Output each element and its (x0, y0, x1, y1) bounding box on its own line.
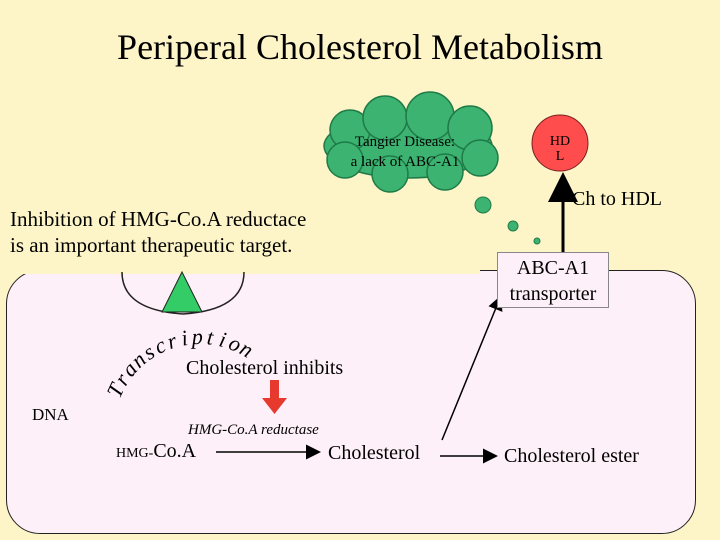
transcription-letter: t (206, 324, 216, 350)
cell-membrane (6, 270, 696, 534)
receptor-pocket (121, 271, 245, 315)
cholesterol-ester-label: Cholesterol ester (504, 445, 639, 467)
cloud-bubble-2 (507, 220, 519, 232)
inhibition-line-1: Inhibition of HMG-Co.A reductace (10, 207, 307, 231)
hdl-line-1: HD (549, 134, 571, 149)
cholesterol-inhibits-label: Cholesterol inhibits (186, 357, 344, 379)
abc-a1-transporter: ABC-A1 transporter (497, 252, 609, 308)
ch-to-hdl-label: Ch to HDL (572, 188, 662, 210)
tangier-cloud (323, 91, 499, 193)
transcription-letter: i (179, 325, 189, 351)
receptor-triangle (161, 270, 203, 313)
hdl-particle (531, 114, 589, 172)
cloud-line-2: a lack of ABC-A1 (350, 154, 460, 170)
dna-label: DNA (32, 405, 69, 424)
hdl-line-2: L (555, 149, 565, 164)
hmg-coa-label: HMG-Co.A (116, 440, 196, 463)
cloud-line-1: Tangier Disease: (354, 134, 456, 150)
transporter-line-2: transporter (509, 283, 597, 305)
cloud-bubble-3 (533, 237, 541, 245)
coa-text: Co.A (153, 440, 197, 462)
hmg-prefix: HMG- (116, 446, 154, 461)
hdl-label: HD L (532, 134, 588, 164)
inhibition-line-2: is an important therapeutic target. (10, 233, 293, 257)
cloud-bubble-1 (474, 196, 492, 214)
enzyme-label: HMG-Co.A reductase (188, 422, 319, 438)
cloud-text: Tangier Disease: a lack of ABC-A1 (330, 132, 480, 172)
transporter-line-1: ABC-A1 (516, 257, 590, 279)
cell-top-gap (10, 250, 480, 274)
inhibition-note: Inhibition of HMG-Co.A reductace is an i… (10, 206, 306, 258)
page-title: Periperal Cholesterol Metabolism (117, 27, 603, 67)
to-transporter-arrow (441, 295, 503, 441)
transcription-letter: p (189, 324, 203, 349)
cholesterol-label: Cholesterol (328, 442, 421, 464)
inhibition-arrow (262, 380, 287, 414)
